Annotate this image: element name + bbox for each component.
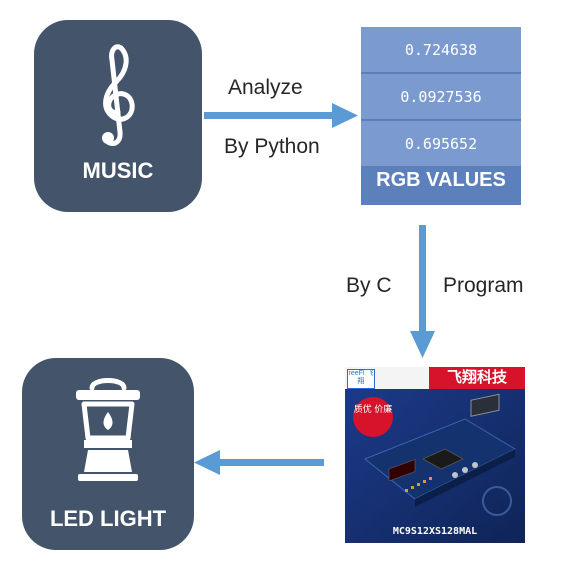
led-light-tile: LED LIGHT <box>22 358 194 550</box>
led-light-label: LED LIGHT <box>49 506 167 531</box>
board-seal: 质优 价廉 <box>353 397 393 437</box>
board-model-label: MC9S12XS128MAL <box>392 526 478 537</box>
rgb-value-b: 0.695652 <box>361 121 521 167</box>
rgb-value-r: 0.724638 <box>361 27 521 73</box>
microcontroller-board-image: reeFl 飞翔 飞翔科技 质优 价廉 MC9S12XS128MAL <box>345 367 525 543</box>
music-label: MUSIC <box>82 158 154 183</box>
edge-label-by-c: By C <box>346 274 392 297</box>
edge-label-by-python: By Python <box>224 135 320 158</box>
rgb-values-panel: 0.724638 0.0927536 0.695652 RGB VALUES <box>361 27 521 205</box>
board-brand: 飞翔科技 <box>429 367 525 389</box>
arrow-board-to-led <box>194 450 324 475</box>
treble-clef-icon <box>102 44 135 147</box>
board-header: reeFl 飞翔 飞翔科技 <box>345 367 525 389</box>
edge-label-program: Program <box>443 274 524 297</box>
board-logo: reeFl 飞翔 <box>347 369 375 389</box>
rgb-values-title: RGB VALUES <box>376 169 506 191</box>
arrow-rgb-to-board <box>410 225 435 358</box>
rgb-value-g: 0.0927536 <box>361 74 521 120</box>
lantern-icon <box>76 378 140 481</box>
edge-label-analyze: Analyze <box>228 76 303 99</box>
arrow-music-to-rgb <box>204 103 358 128</box>
music-tile: MUSIC <box>34 20 202 212</box>
